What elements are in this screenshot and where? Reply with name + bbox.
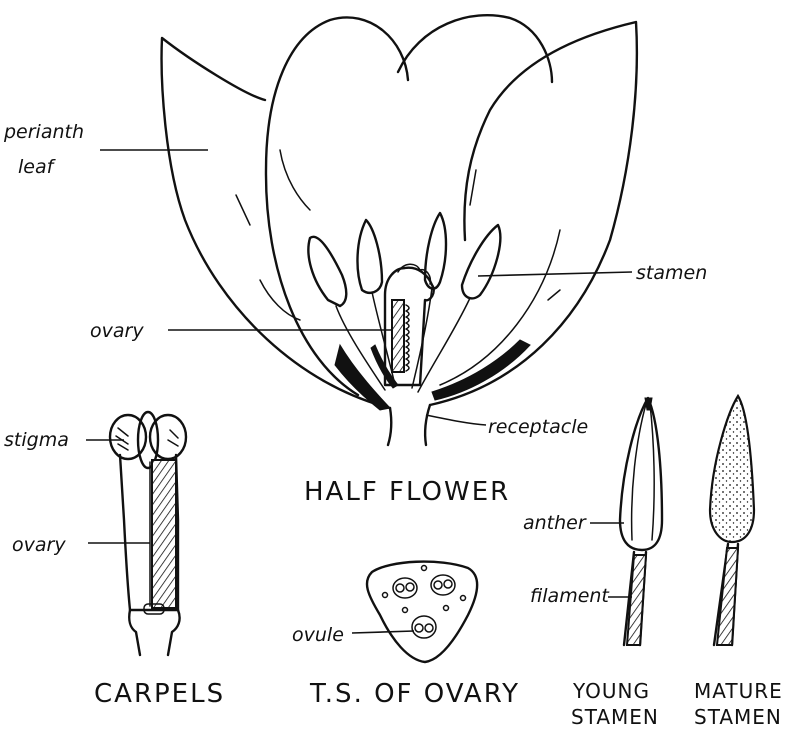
young-stamen-figure: [620, 398, 662, 645]
ts-vascular-dot-2: [461, 596, 466, 601]
stamen-right-outer-filament: [418, 298, 470, 392]
stamen-left-outer: [308, 237, 346, 306]
ts-vascular-dot-4: [403, 608, 408, 613]
title-mature-stamen-line2: STAMEN: [694, 705, 782, 729]
title-mature-stamen-line1: MATURE: [694, 679, 783, 703]
carpel-base: [129, 610, 179, 655]
label-stamen: stamen: [636, 262, 707, 284]
ts-ovule-left-1: [396, 584, 404, 592]
perianth-leaf-outer-right: [430, 22, 637, 405]
perianth-base-dark-right: [432, 340, 530, 400]
ovules-row: [406, 305, 409, 371]
leader-receptacle: [426, 415, 486, 425]
label-filament: filament: [530, 585, 610, 607]
half-flower-labels: perianth leaf stamen ovary receptacle HA…: [3, 121, 707, 507]
young-filament-fill: [627, 555, 646, 645]
label-perianth: perianth: [3, 121, 84, 143]
ts-ovary-outline: [367, 562, 477, 662]
label-ovule: ovule: [292, 624, 344, 646]
ts-vascular-dot-1: [383, 593, 388, 598]
label-receptacle: receptacle: [488, 416, 588, 438]
ts-ovule-right-1: [434, 581, 442, 589]
ts-ovule-left-2: [406, 583, 414, 591]
mature-anther: [710, 396, 754, 542]
title-carpels: CARPELS: [94, 679, 225, 709]
perianth-sketch-stroke-1: [236, 195, 250, 225]
perianth-leaf-inner-right: [398, 15, 552, 82]
leader-ovule: [352, 631, 414, 633]
title-young-stamen-line1: YOUNG: [572, 679, 650, 703]
ovary-hatched: [392, 300, 404, 372]
stamen-right-outer: [462, 225, 500, 298]
carpels-labels: stigma ovary CARPELS: [4, 429, 225, 709]
ts-ovary-labels: ovule T.S. OF OVARY: [292, 624, 520, 709]
young-anther-inner-right: [650, 404, 654, 540]
carpels-figure: [110, 412, 186, 655]
stamen-left-inner: [357, 220, 382, 293]
label-ovary-main: ovary: [90, 320, 144, 342]
perianth-sketch-stroke-4: [548, 290, 560, 300]
title-half-flower: HALF FLOWER: [304, 477, 510, 507]
ts-ovule-bottom-2: [425, 624, 433, 632]
perianth-leaf-inner-left: [266, 17, 408, 395]
perianth-sketch-stroke-3: [470, 170, 476, 205]
receptacle-shape: [388, 405, 430, 445]
mature-stamen-labels: MATURE STAMEN: [694, 679, 783, 729]
title-young-stamen-line2: STAMEN: [571, 705, 659, 729]
perianth-sketch-stroke-2: [280, 150, 310, 210]
label-leaf: leaf: [18, 156, 57, 178]
young-anther-inner-left: [632, 404, 646, 540]
carpel-hatched: [152, 460, 176, 608]
label-stigma: stigma: [4, 429, 69, 451]
ts-ovule-right-2: [444, 580, 452, 588]
half-flower: [162, 15, 637, 445]
title-ts-ovary: T.S. OF OVARY: [309, 679, 520, 709]
label-anther: anther: [523, 512, 587, 534]
young-anther-outline: [620, 398, 662, 550]
leader-stamen: [478, 272, 632, 276]
ts-vascular-dot-5: [444, 606, 449, 611]
ts-ovule-bottom-1: [415, 624, 423, 632]
ts-vascular-dot-3: [422, 566, 427, 571]
ts-ovary-figure: [367, 562, 477, 662]
mature-stamen-figure: [710, 396, 754, 645]
label-ovary-carpel: ovary: [12, 534, 66, 556]
